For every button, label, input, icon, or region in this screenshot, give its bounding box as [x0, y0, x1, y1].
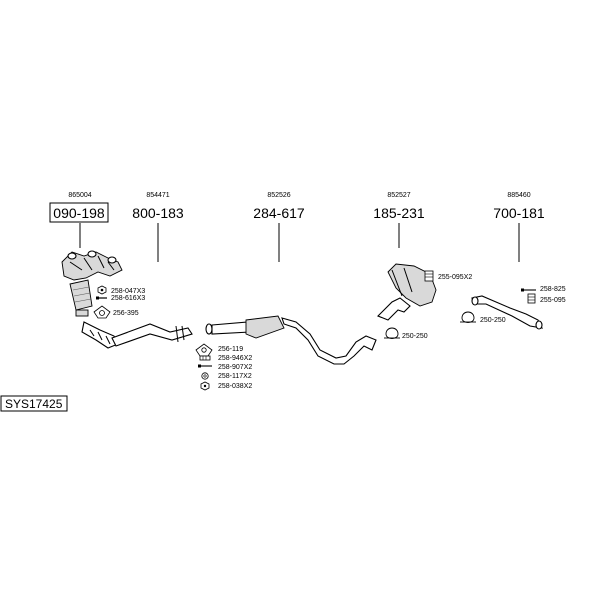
- diagram-code-box: [0, 395, 68, 412]
- clamp-icon: [460, 311, 476, 323]
- assembly-ref-852526: 852526: [267, 192, 290, 199]
- accessory-label-258-616X3[interactable]: 258-616X3: [111, 295, 145, 302]
- hex-nut-icon: [97, 285, 107, 295]
- bolt-icon: [521, 288, 536, 292]
- assembly-part-185-231[interactable]: 185-231: [373, 205, 425, 221]
- front-pipe-800-183[interactable]: [111, 323, 193, 347]
- accessory-label-258-907X2[interactable]: 258-907X2: [218, 364, 252, 371]
- spring-icon: [199, 355, 211, 361]
- exhaust-manifold[interactable]: [61, 250, 123, 281]
- bolt-icon: [96, 296, 107, 300]
- clamp-icon: [384, 327, 400, 339]
- accessory-label-258-047X3[interactable]: 258-047X3: [111, 288, 145, 295]
- gasket-ring-icon: [93, 305, 111, 319]
- assembly-part-700-181[interactable]: 700-181: [493, 205, 545, 221]
- assembly-part-800-183[interactable]: 800-183: [132, 205, 184, 221]
- accessory-label-256-395[interactable]: 256-395: [113, 310, 139, 317]
- front-downpipe[interactable]: [81, 321, 119, 349]
- assembly-ref-885460: 885460: [507, 192, 530, 199]
- rubber-mount-icon: [527, 293, 536, 304]
- assembly-part-090-198[interactable]: 090-198: [53, 205, 105, 221]
- accessory-label-256-119[interactable]: 256-119: [218, 346, 243, 353]
- accessory-label-255-095X2[interactable]: 255-095X2: [438, 274, 472, 281]
- assembly-part-284-617[interactable]: 284-617: [253, 205, 305, 221]
- assembly-part-box: [49, 202, 109, 223]
- gasket-ring-icon: [195, 343, 213, 357]
- accessory-label-258-946X2[interactable]: 258-946X2: [218, 355, 252, 362]
- accessory-label-250-250-tail[interactable]: 250-250: [480, 317, 506, 324]
- tail-pipe-700-181[interactable]: [471, 295, 543, 330]
- accessory-label-258-825[interactable]: 258-825: [540, 286, 566, 293]
- assembly-ref-865004: 865004: [68, 192, 91, 199]
- accessory-label-258-038X2[interactable]: 258-038X2: [218, 383, 252, 390]
- centre-pipe-284-617[interactable]: [205, 315, 377, 365]
- accessory-label-258-117X2[interactable]: 258-117X2: [218, 373, 252, 380]
- assembly-ref-854471: 854471: [146, 192, 169, 199]
- washer-icon: [201, 372, 209, 380]
- assembly-ref-852527: 852527: [387, 192, 410, 199]
- accessory-label-255-095[interactable]: 255-095: [540, 297, 566, 304]
- bolt-icon: [198, 364, 212, 368]
- rear-silencer-185-231[interactable]: [377, 263, 437, 321]
- accessory-label-250-250-rear[interactable]: 250-250: [402, 333, 428, 340]
- hex-nut-icon: [200, 381, 210, 391]
- diagram-code: SYS17425: [5, 397, 63, 411]
- rubber-mount-icon: [424, 270, 434, 282]
- catalytic-converter[interactable]: [69, 279, 93, 317]
